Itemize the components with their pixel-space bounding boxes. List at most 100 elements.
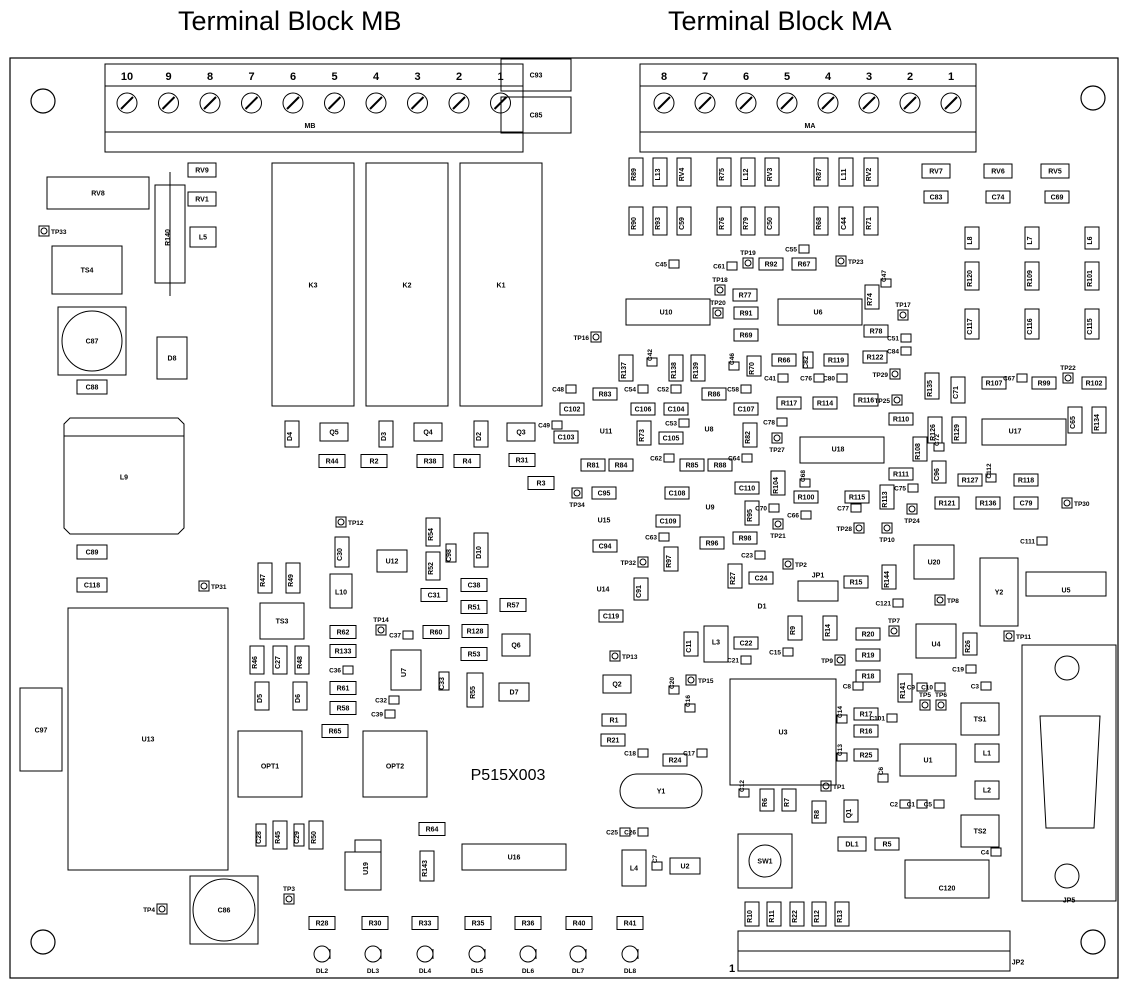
component-outline [741,453,753,463]
component-outline [732,288,758,302]
test-point-label: TP28 [836,526,852,533]
test-point-hole [937,701,945,709]
component-label: R40 [573,921,586,928]
component-outline [964,308,980,340]
component-d7: D7 [498,682,530,702]
component-outline [934,682,946,692]
component-label: R110 [893,417,909,424]
component-tp18: TP18 [712,277,728,296]
component-outline [733,328,759,342]
component-label: C17 [683,751,695,758]
component-c20: C20 [668,677,680,695]
component-label: OPT2 [386,764,404,771]
component-label: R49 [288,574,295,587]
component-l3: L3 [712,640,720,647]
test-point-label: TP5 [919,692,931,699]
component-outline [853,393,879,407]
component-outline [334,536,350,568]
component-label: L1 [983,751,991,758]
component-outline [1084,226,1100,250]
component-outline [863,324,889,338]
component-label: R53 [468,652,481,659]
component-label: R11 [769,910,776,923]
component-label: R118 [1018,478,1034,485]
component-outline [877,773,889,783]
component-label: U16 [508,855,521,862]
component-outline [732,531,758,545]
component-label: C97 [35,728,48,735]
component-u16: U16 [508,855,521,862]
component-outline [716,157,732,187]
component-r87: R87 [813,157,829,187]
test-point-hole [285,895,293,903]
test-point-pad [853,522,865,534]
component-label: R51 [468,605,481,612]
component-r86: R86 [701,387,727,401]
component-outline [460,600,488,614]
component-outline [616,916,644,930]
test-point-label: TP20 [710,300,726,307]
component-label: D6 [295,694,302,703]
component-c23: C23 [741,550,766,560]
component-label: U9 [706,505,715,512]
component-label: C119 [603,614,619,621]
component-label: L2 [983,788,991,795]
component-outline [668,259,680,269]
component-label: C61 [713,264,725,271]
component-outline [453,454,481,468]
component-label: U5 [1062,588,1071,595]
component-r91: R91 [733,306,759,320]
component-label: C30 [337,548,344,561]
component-label: R141 [900,682,907,699]
component-outline [742,422,758,448]
component-outline [836,714,848,724]
component-l4: L4 [630,866,638,873]
component-label: R75 [719,168,726,181]
component-label: C51 [887,336,899,343]
component-r62: R62 [329,625,357,639]
terminal-mb-screw-slot [244,96,259,110]
terminal-mb-screw-terminal [241,92,262,114]
component-outline [684,703,696,713]
component-outline [601,713,627,727]
component-outline [76,379,108,395]
component-label: U4 [932,642,941,649]
component-outline [600,733,626,747]
test-point-pad [889,368,901,380]
component-outline [668,685,680,695]
component-c50: C50 [764,206,780,236]
component-d1: D1 [758,604,767,611]
terminal-mb-screw-terminal [448,92,470,114]
component-label: R21 [607,738,620,745]
component-label: C109 [660,519,677,526]
component-outline [716,206,732,236]
component-label: R87 [816,168,823,181]
component-outline [285,562,301,594]
component-label: JP2 [1012,960,1025,967]
test-point-pad [335,516,347,528]
test-point-label: TP6 [935,692,947,699]
component-r76: R76 [716,206,732,236]
component-tp6: TP6 [935,692,947,711]
test-point-pad [1062,372,1074,384]
component-label: C31 [428,593,441,600]
component-r71: R71 [863,206,879,236]
component-c8: C8 [843,681,864,691]
component-outline [800,510,812,520]
test-point-hole [936,596,944,604]
component-outline [1036,536,1048,546]
component-label: C44 [841,217,848,230]
component-label: C102 [564,407,581,414]
component-y2: Y2 [995,590,1004,597]
component-c21: C21 [727,655,752,665]
component-c77: C77 [837,503,862,513]
component-r3: R3 [527,476,555,490]
component-r69: R69 [733,328,759,342]
component-u12: U12 [376,549,408,573]
terminal-ma-pin-number: 7 [702,71,708,83]
component-outline [899,799,911,809]
component-outline [738,788,750,798]
component-r116: R116 [853,393,879,407]
test-point-hole [639,558,647,566]
test-point-pad [609,650,621,662]
